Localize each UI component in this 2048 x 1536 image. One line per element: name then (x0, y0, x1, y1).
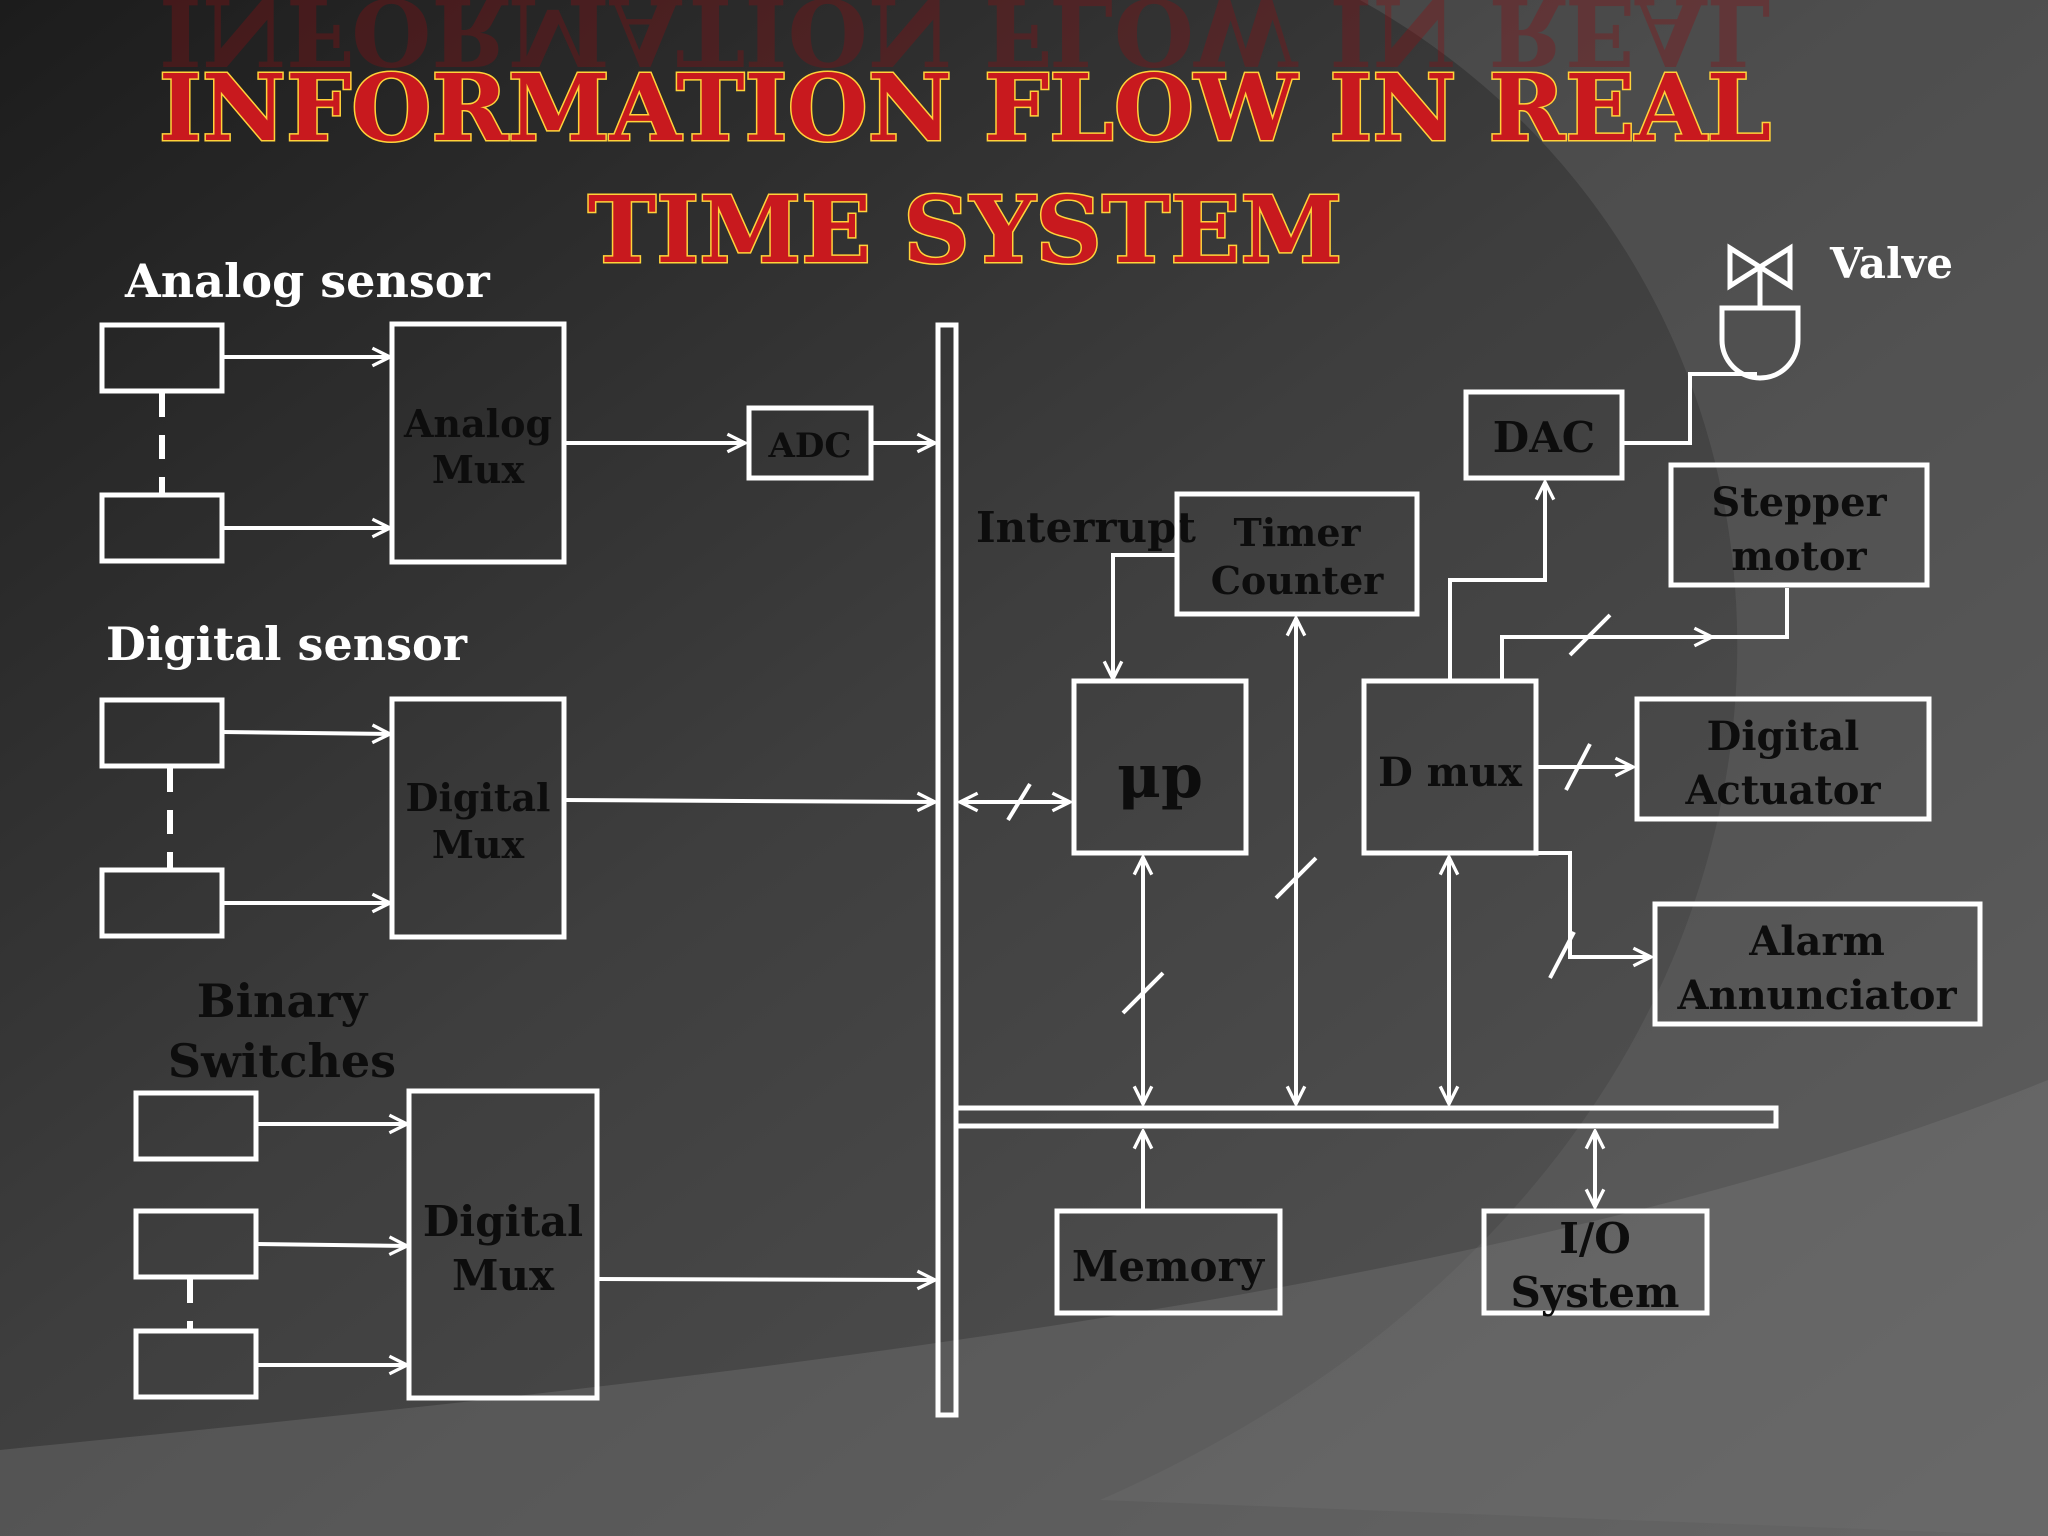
digital-mux-1-block (389, 696, 567, 940)
stepper-motor-label-1: Stepper (1711, 479, 1887, 526)
stepper-return-line (1712, 588, 1789, 639)
title-reflection-1: INFORMATION FLOW IN REAL (159, 0, 1771, 86)
timer-counter-label-1: Timer (1233, 510, 1361, 555)
memory-block (1054, 1208, 1283, 1316)
digital-actuator-block (1634, 696, 1932, 822)
d-mux-actuator-slash (1564, 743, 1592, 791)
digital-mux-1-to-bus (563, 800, 935, 802)
stepper-motor-label-2: motor (1731, 533, 1867, 580)
memory-label: Memory (1072, 1242, 1266, 1291)
adc-label: ADC (768, 426, 852, 466)
timer-bus-slash (1274, 856, 1318, 900)
binary-switch-2-to-mux (255, 1244, 407, 1246)
digital-mux-1-label-1: Digital (405, 775, 550, 820)
horizontal-bus (953, 1105, 1779, 1129)
d-mux-to-alarm (1536, 851, 1651, 957)
dac-label: DAC (1493, 413, 1595, 462)
title-line-1: INFORMATION FLOW IN REAL (159, 54, 1771, 162)
alarm-annunciator-label-1: Alarm (1748, 918, 1885, 965)
io-system-label-2: System (1511, 1268, 1680, 1317)
digital-mux-2-block (406, 1088, 600, 1401)
valve-icon (1719, 243, 1801, 381)
d-mux-to-dac (1448, 482, 1545, 681)
io-system-label-1: I/O (1559, 1214, 1631, 1263)
digital-mux-2-label-1: Digital (423, 1197, 583, 1246)
digital-sensor-label: Digital sensor (106, 617, 468, 671)
title-line-2: TIME SYSTEM (588, 176, 1342, 284)
io-system-block (1481, 1208, 1710, 1316)
background-swoosh (1100, 0, 2048, 1536)
bus-microprocessor-slash (1006, 782, 1032, 822)
microprocessor-bus-slash (1121, 971, 1165, 1015)
dac-to-valve (1622, 372, 1757, 445)
microprocessor-label: μp (1117, 742, 1203, 812)
alarm-annunciator-label-2: Annunciator (1676, 972, 1957, 1019)
digital-mux-2-to-bus (596, 1279, 935, 1280)
digital-mux-2-label-2: Mux (452, 1251, 555, 1300)
valve-label: Valve (1829, 239, 1953, 288)
analog-sensor-label: Analog sensor (124, 254, 490, 308)
d-mux-label: D mux (1378, 749, 1523, 796)
digital-actuator-label-2: Actuator (1684, 767, 1881, 814)
d-mux-stepper-slash (1568, 613, 1612, 657)
d-mux-to-stepper (1500, 637, 1712, 681)
analog-mux-label-2: Mux (432, 447, 525, 492)
binary-switches-label-line1: Binary (197, 974, 369, 1028)
binary-switches-label-line2: Switches (168, 1034, 396, 1088)
analog-mux-label-1: Analog (403, 401, 552, 446)
digital-sensor-1-to-mux (221, 732, 390, 734)
alarm-annunciator-block (1652, 901, 1983, 1027)
interrupt-label: Interrupt (976, 503, 1196, 552)
digital-mux-1-label-2: Mux (432, 822, 525, 867)
d-mux-alarm-slash (1548, 931, 1576, 979)
timer-counter-label-2: Counter (1211, 558, 1385, 603)
digital-actuator-label-1: Digital (1707, 713, 1860, 760)
dac-block (1463, 389, 1625, 481)
interrupt-line (1113, 553, 1177, 679)
background-swoosh-2 (0, 1080, 2048, 1536)
vertical-bus (935, 322, 959, 1418)
microprocessor-block (1071, 678, 1249, 856)
stepper-motor-block (1668, 462, 1930, 588)
slide-title: INFORMATION FLOW IN REAL INFORMATION FLO… (157, 0, 1772, 286)
